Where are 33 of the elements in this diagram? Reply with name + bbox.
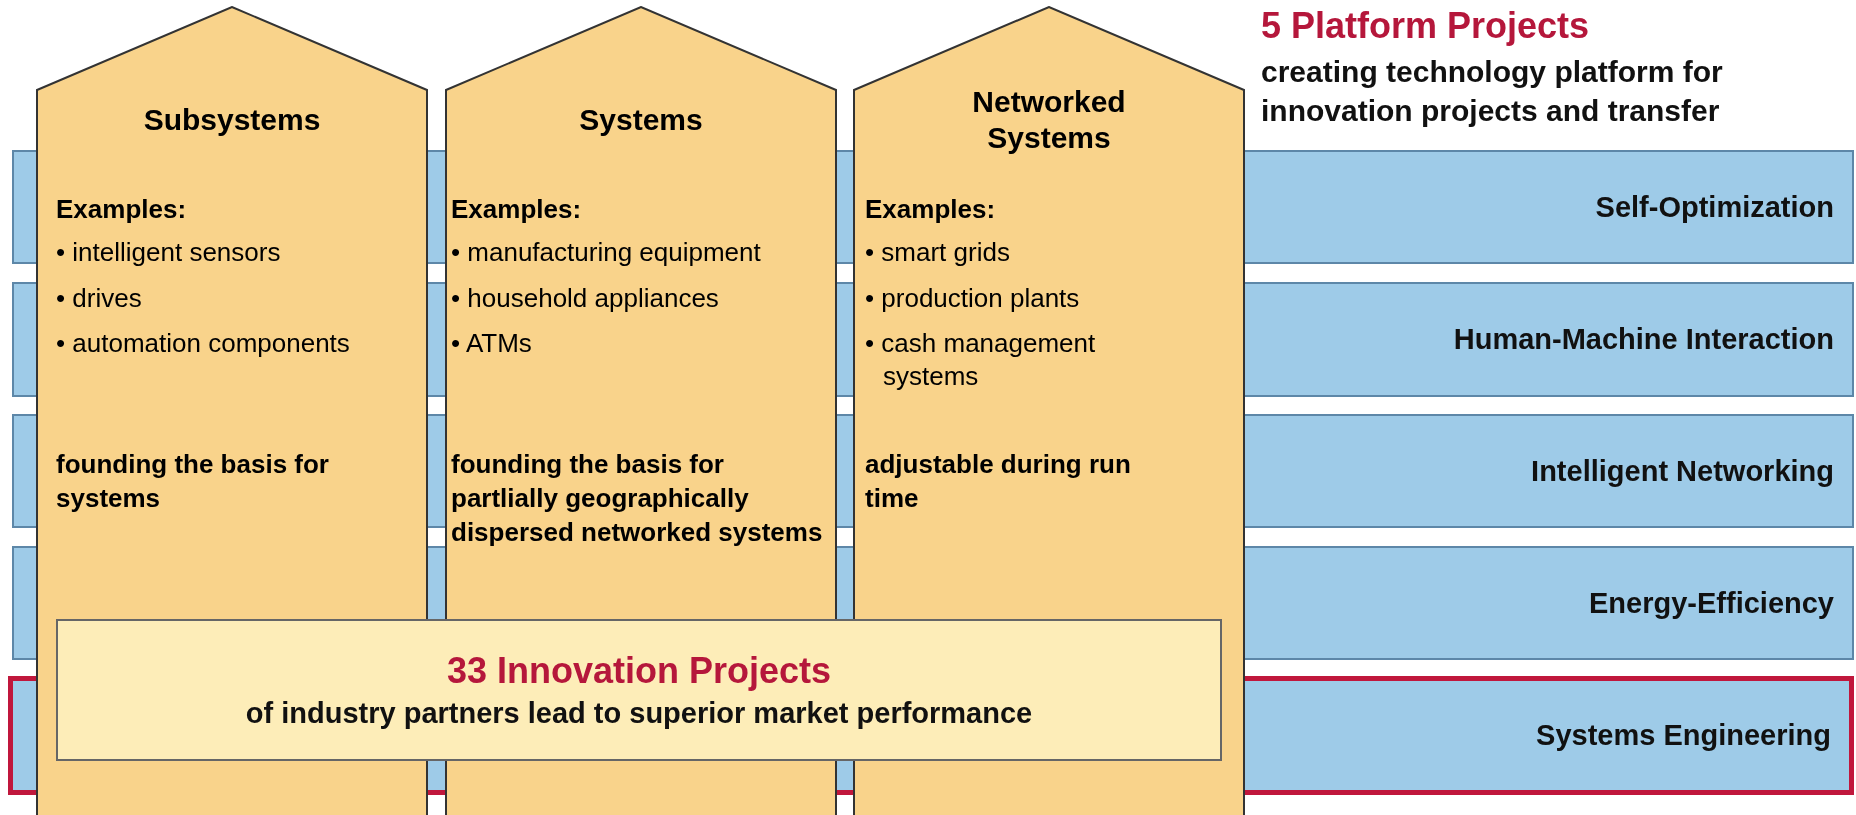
bar-label: Self-Optimization: [1595, 190, 1834, 224]
examples-label: Examples:: [451, 194, 582, 225]
platform-bar: [1245, 282, 1854, 397]
example-item: • cash management systems: [865, 327, 1097, 392]
pillar-description: founding the basis for partlially geographically dispersed networked systems: [451, 448, 824, 549]
example-item: • intelligent sensors: [56, 236, 282, 269]
examples-label: Examples:: [56, 194, 187, 225]
example-item: • automation components: [56, 327, 351, 360]
platform-bar: [1245, 150, 1854, 264]
box-subtitle: of industry partners lead to superior market performance: [245, 695, 1033, 731]
platform-bar: [1245, 414, 1854, 528]
example-item: • drives: [56, 281, 143, 314]
example-item: • smart grids: [865, 236, 1011, 269]
pillar-heading: Subsystems: [143, 102, 321, 138]
pillar-description: founding the basis for systems: [56, 448, 330, 515]
platform-bar: [1245, 676, 1854, 795]
pillar-heading: Networked Systems: [971, 84, 1127, 156]
pillar-description: adjustable during run time: [865, 448, 1132, 515]
example-item: • production plants: [865, 281, 1081, 314]
bar-label: Systems Engineering: [1536, 719, 1831, 752]
example-item: • ATMs: [451, 327, 533, 360]
bar-label: Intelligent Networking: [1531, 454, 1834, 488]
title: 5 Platform Projects: [1261, 4, 1590, 48]
bar-label: Human-Machine Interaction: [1453, 323, 1834, 356]
subtitle: creating technology platform for innovation projects and transfer: [1261, 54, 1724, 129]
example-item: • household appliances: [451, 281, 720, 314]
pillar-heading: Systems: [579, 102, 703, 138]
platform-bar: [1245, 546, 1854, 660]
innovation-box: [56, 619, 1222, 761]
example-item: • manufacturing equipment: [451, 236, 762, 269]
examples-label: Examples:: [865, 194, 996, 225]
bar-label: Energy-Efficiency: [1589, 586, 1834, 620]
box-heading: 33 Innovation Projects: [446, 648, 832, 693]
